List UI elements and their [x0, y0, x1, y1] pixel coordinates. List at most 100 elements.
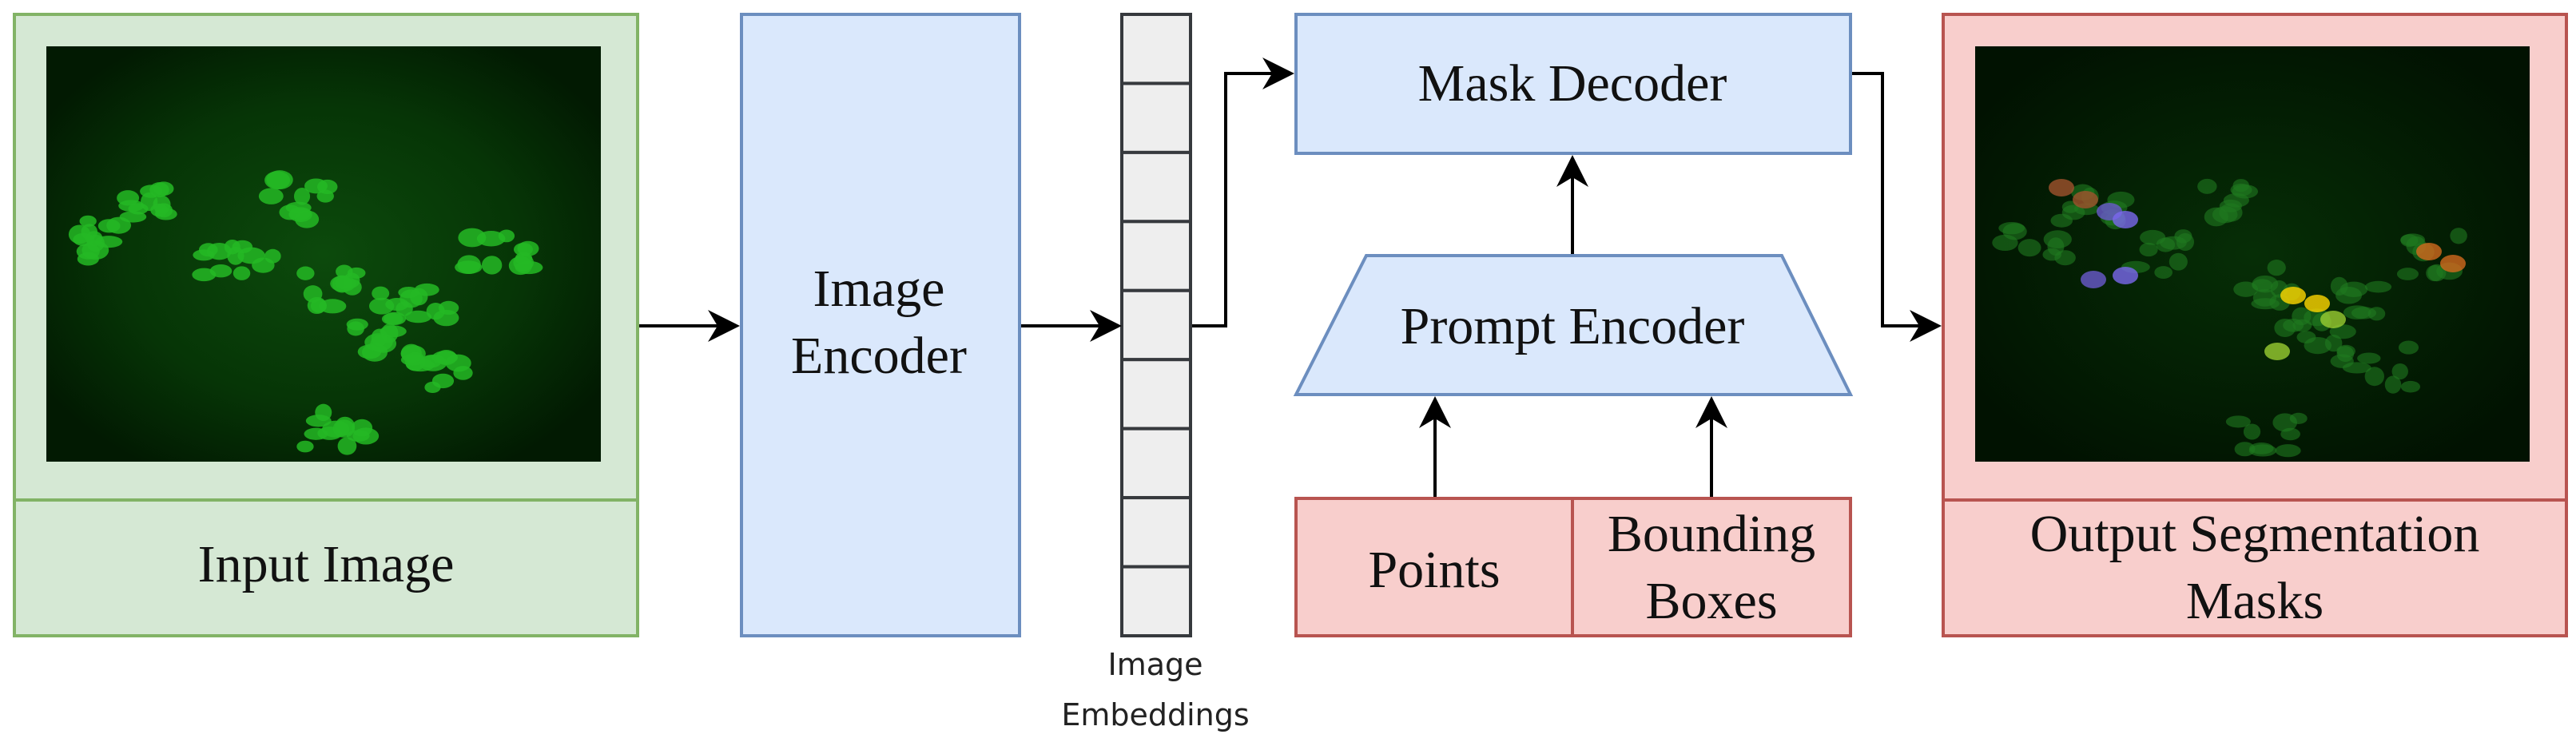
points-box	[1294, 497, 1574, 637]
points-label: Points	[1368, 541, 1500, 599]
bounding-boxes-label-line1: Bounding	[1608, 505, 1815, 563]
cell-blob	[347, 321, 364, 336]
cell-blob	[396, 301, 413, 316]
segmentation-mask	[2113, 267, 2138, 284]
cell-blob	[513, 243, 533, 256]
cell-blob	[2364, 367, 2385, 387]
image-encoder-label-line1: Image	[813, 260, 945, 318]
cell-blob	[2364, 280, 2392, 293]
prompt-inputs: Points Bounding Boxes	[1294, 497, 1852, 637]
mask-decoder-block: Mask Decoder	[1294, 13, 1852, 155]
cell-blob	[1992, 234, 2018, 252]
cell-blob	[476, 230, 506, 247]
cell-blob	[2280, 427, 2300, 441]
cell-blob	[398, 287, 419, 299]
cell-blob	[79, 215, 97, 227]
cell-blob	[400, 354, 425, 366]
cell-blob	[332, 419, 356, 438]
cell-blob	[307, 296, 327, 315]
cell-blob	[2043, 230, 2072, 248]
cell-blob	[352, 419, 373, 437]
cell-blob	[344, 272, 360, 288]
cell-blob	[296, 440, 314, 453]
cell-blob	[2139, 242, 2158, 257]
mask-decoder-label: Mask Decoder	[1418, 54, 1727, 113]
cell-blob	[106, 216, 132, 234]
cell-blob	[2017, 239, 2041, 257]
cell-blob	[2267, 260, 2286, 276]
cell-blob	[193, 249, 215, 261]
input-microscopy-image	[46, 46, 601, 462]
embedding-cell	[1120, 358, 1192, 431]
cell-blob	[424, 381, 441, 394]
image-embeddings-stack	[1120, 13, 1192, 637]
embedding-cell	[1120, 13, 1192, 85]
prompt-encoder-trapezoid	[1293, 254, 1854, 396]
input-image-label-box	[13, 498, 639, 637]
cell-blob	[2342, 362, 2371, 374]
cell-blob	[2357, 352, 2381, 364]
input-image-block: Input Image	[13, 13, 639, 637]
cell-blob	[192, 268, 217, 282]
cell-blob	[372, 286, 390, 300]
segmentation-mask	[2440, 255, 2466, 272]
cell-blob	[2249, 442, 2274, 454]
cell-blob	[481, 256, 503, 275]
cell-blob	[315, 403, 332, 422]
cell-blob	[2289, 412, 2308, 424]
cell-blob	[2343, 305, 2371, 319]
cell-blob	[258, 188, 284, 204]
cell-blob	[85, 231, 103, 247]
image-embeddings-label-line1: Image	[1107, 647, 1203, 682]
cell-blob	[2398, 340, 2419, 355]
cell-blob	[76, 243, 100, 260]
segmentation-mask	[2049, 179, 2074, 196]
cell-blob	[2251, 298, 2280, 310]
output-masks-block: Output Segmentation Masks	[1942, 13, 2568, 637]
cell-blob	[2396, 268, 2419, 280]
cell-blob	[380, 325, 407, 338]
cell-blob	[2292, 307, 2312, 326]
cell-blob	[337, 437, 357, 455]
cell-blob	[2156, 237, 2176, 252]
cell-blob	[419, 354, 447, 371]
cell-blob	[233, 266, 251, 280]
prompt-encoder-label: Prompt Encoder	[1401, 297, 1745, 355]
cell-blob	[404, 310, 432, 323]
cell-blob	[154, 208, 177, 220]
cell-blob	[381, 312, 403, 325]
prompt-encoder-block: Prompt Encoder	[1293, 254, 1854, 396]
cell-blob	[515, 260, 543, 275]
cell-blob	[2225, 415, 2251, 428]
cell-blob	[457, 255, 481, 275]
cell-blob	[2450, 228, 2467, 244]
segmentation-mask	[2264, 343, 2290, 360]
segmentation-mask	[2304, 295, 2330, 312]
cell-blob	[2154, 266, 2173, 279]
output-segmented-image	[1975, 46, 2530, 462]
embedding-cell	[1120, 565, 1192, 637]
cell-blob	[296, 266, 315, 280]
cell-blob	[2232, 179, 2249, 192]
bounding-boxes-label-line2: Boxes	[1646, 572, 1778, 630]
cell-blob	[2169, 252, 2188, 271]
cell-blob	[2400, 380, 2421, 393]
segmentation-mask	[2416, 243, 2442, 260]
cell-blob	[224, 239, 241, 255]
cell-blob	[140, 185, 163, 198]
embedding-cell	[1120, 220, 1192, 292]
arrows	[639, 58, 1942, 497]
cell-blob	[368, 297, 395, 315]
cell-blob	[304, 427, 328, 440]
mask-decoder-box	[1294, 13, 1852, 155]
cell-blob	[2330, 276, 2348, 296]
cell-blob	[2384, 375, 2402, 394]
cell-blob	[264, 171, 291, 189]
segmentation-mask	[2280, 287, 2306, 304]
embedding-cell	[1120, 288, 1192, 362]
segmentation-mask	[2073, 191, 2098, 208]
cell-blob	[414, 283, 439, 296]
cell-blob	[293, 187, 311, 205]
arrow-decoder-to-output	[1852, 72, 1942, 342]
